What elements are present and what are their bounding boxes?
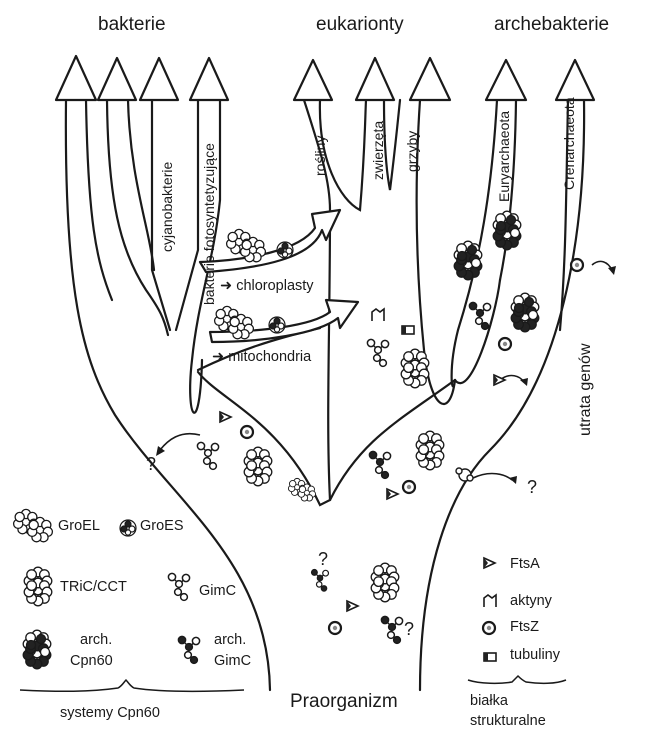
question-mark: ?	[404, 620, 414, 638]
chloroplasts-label: ➜ chloroplasty	[220, 279, 314, 294]
legend-arch-cpn60-line2: Cpn60	[70, 654, 113, 669]
legend-groel-label: GroEL	[58, 519, 100, 534]
chloroplasts-text: chloroplasty	[236, 278, 313, 294]
gene-loss-label: utrata genów	[578, 343, 594, 436]
branch-label-crenarchaeota: Crenarchaeota	[562, 97, 576, 190]
legend-groes-label: GroES	[140, 519, 184, 534]
legend-tric-label: TRiC/CCT	[60, 580, 127, 595]
legend-tubulins-label: tubuliny	[510, 648, 560, 663]
legend-structural-footer-line2: strukturalne	[470, 714, 546, 729]
legend-gimc-label: GimC	[199, 584, 236, 599]
arrow-right-icon: ➜	[212, 349, 224, 365]
legend-arch-gimc-line2: GimC	[214, 654, 251, 669]
group-title-bacteria: bakterie	[98, 15, 166, 34]
legend-actins-label: aktyny	[510, 594, 552, 609]
legend-arch-cpn60-line1: arch.	[80, 633, 112, 648]
branch-label-cyanobacteria: cyjanobakterie	[160, 162, 174, 252]
branch-label-animals: zwierzęta	[371, 121, 385, 180]
mitochondria-text: mitochondria	[228, 349, 311, 365]
mitochondria-label: ➜ mitochondria	[212, 350, 311, 365]
arrow-right-icon: ➜	[220, 278, 232, 294]
question-mark: ?	[318, 550, 328, 568]
branch-label-euryarchaeota: Euryarchaeota	[497, 111, 511, 202]
branch-label-fungi: grzyby	[405, 131, 419, 172]
group-title-archaea: archebakterie	[494, 15, 609, 34]
legend-cpn60-systems-footer: systemy Cpn60	[60, 706, 160, 721]
question-mark: ?	[527, 478, 537, 496]
question-mark: ?	[146, 455, 156, 473]
branch-label-plants: rośliny	[313, 136, 327, 176]
branch-label-photosynthetic-bacteria: bakterie fotosyntetyzujące	[200, 75, 219, 305]
legend-ftsa-label: FtsA	[510, 557, 540, 572]
legend-structural-footer-line1: białka	[470, 694, 508, 709]
group-title-eukaryotes: eukarionty	[316, 15, 404, 34]
legend-ftsz-label: FtsZ	[510, 620, 539, 635]
root-label: Praorganizm	[290, 692, 398, 711]
legend-arch-gimc-line1: arch.	[214, 633, 246, 648]
